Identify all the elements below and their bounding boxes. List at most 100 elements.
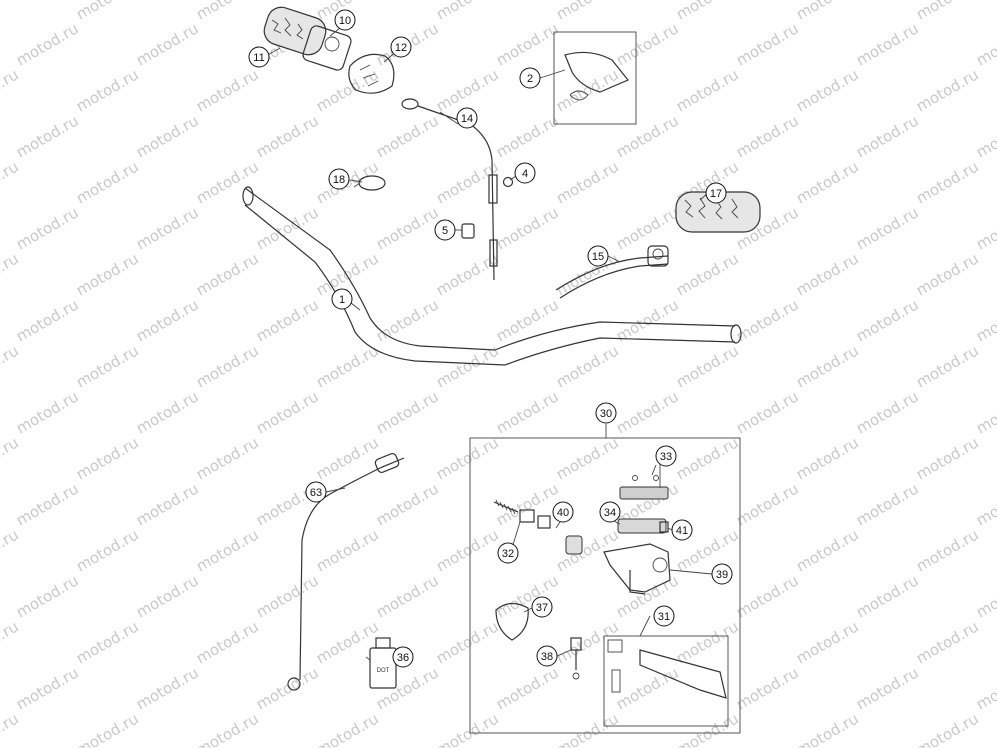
cable-clip	[461, 223, 475, 239]
watermark-text: motod.ru	[733, 663, 802, 713]
callout-1[interactable]: 1	[331, 288, 353, 310]
watermark-text: motod.ru	[973, 295, 997, 345]
callout-34[interactable]: 34	[599, 501, 621, 523]
watermark-text: motod.ru	[193, 249, 262, 299]
watermark-text: motod.ru	[793, 617, 862, 667]
handlebar	[242, 186, 742, 366]
watermark-text: motod.ru	[373, 203, 442, 253]
watermark-text: motod.ru	[493, 111, 562, 161]
watermark-text: motod.ru	[613, 111, 682, 161]
watermark-text: motod.ru	[193, 341, 262, 391]
watermark-text: motod.ru	[793, 341, 862, 391]
callout-39[interactable]: 39	[711, 563, 733, 585]
callout-4[interactable]: 4	[514, 162, 536, 184]
watermark-text: motod.ru	[253, 663, 322, 713]
watermark-text: motod.ru	[13, 295, 82, 345]
watermark-text: motod.ru	[373, 295, 442, 345]
watermark-text: motod.ru	[73, 341, 142, 391]
svg-text:11: 11	[253, 52, 264, 64]
svg-text:17: 17	[710, 188, 722, 200]
callout-17[interactable]: 17	[705, 182, 727, 204]
watermark-text: motod.ru	[973, 571, 997, 621]
svg-text:31: 31	[658, 611, 670, 623]
watermark-text: motod.ru	[913, 341, 982, 391]
watermark-text: motod.ru	[673, 0, 742, 23]
watermark-text: motod.ru	[373, 387, 442, 437]
callout-10[interactable]: 10	[334, 9, 356, 31]
svg-text:DOT: DOT	[377, 668, 390, 674]
svg-text:15: 15	[592, 251, 604, 263]
throttle-grip	[263, 6, 352, 71]
callout-11[interactable]: 11	[248, 46, 270, 68]
watermark-text: motod.ru	[433, 433, 502, 483]
svg-text:12: 12	[395, 42, 407, 54]
watermark-text: motod.ru	[733, 387, 802, 437]
watermark-text: motod.ru	[733, 19, 802, 69]
watermark-text: motod.ru	[373, 111, 442, 161]
callout-30[interactable]: 30	[595, 402, 617, 424]
watermark-text: motod.ru	[553, 709, 622, 748]
watermark-text: motod.ru	[793, 157, 862, 207]
watermark-text: motod.ru	[853, 19, 922, 69]
watermark-text: motod.ru	[913, 65, 982, 115]
svg-text:32: 32	[502, 548, 514, 560]
watermark-text: motod.ru	[433, 249, 502, 299]
callout-40[interactable]: 40	[552, 501, 574, 523]
callout-18[interactable]: 18	[328, 168, 350, 190]
svg-text:14: 14	[461, 113, 473, 125]
lever-cover	[495, 602, 529, 641]
brake-fluid-bottle: DOT	[369, 637, 397, 689]
callout-5[interactable]: 5	[434, 219, 456, 241]
callout-15[interactable]: 15	[587, 245, 609, 267]
watermark-text: motod.ru	[613, 19, 682, 69]
watermark-text: motod.ru	[433, 0, 502, 23]
watermark-text: motod.ru	[13, 203, 82, 253]
watermark-text: motod.ru	[193, 617, 262, 667]
watermark-text: motod.ru	[0, 617, 22, 667]
watermark-text: motod.ru	[793, 65, 862, 115]
watermark-text: motod.ru	[973, 19, 997, 69]
watermark-text: motod.ru	[73, 249, 142, 299]
callout-2[interactable]: 2	[519, 67, 541, 89]
clamp-ring	[353, 175, 386, 191]
svg-text:4: 4	[522, 168, 528, 180]
watermark-text: motod.ru	[193, 157, 262, 207]
callout-38[interactable]: 38	[536, 645, 558, 667]
hot-start-cable	[287, 452, 405, 691]
watermark-text: motod.ru	[253, 387, 322, 437]
watermark-text: motod.ru	[133, 19, 202, 69]
watermark-text: motod.ru	[673, 433, 742, 483]
watermark-text: motod.ru	[313, 341, 382, 391]
callout-32[interactable]: 32	[497, 542, 519, 564]
callout-14[interactable]: 14	[456, 107, 478, 129]
watermark-text: motod.ru	[853, 479, 922, 529]
watermark-text: motod.ru	[493, 203, 562, 253]
piston-kit	[493, 499, 551, 529]
callout-12[interactable]: 12	[390, 36, 412, 58]
callout-41[interactable]: 41	[671, 519, 693, 541]
watermark-text: motod.ru	[793, 525, 862, 575]
callout-33[interactable]: 33	[655, 445, 677, 467]
watermark-text: motod.ru	[913, 433, 982, 483]
watermark-text: motod.ru	[73, 65, 142, 115]
svg-text:41: 41	[676, 525, 688, 537]
watermark-text: motod.ru	[0, 65, 22, 115]
callout-63[interactable]: 63	[305, 481, 327, 503]
part-number-callouts: 10 11 12 2 14 18 4 5 17 15 1 30 33 63 40…	[248, 9, 733, 668]
watermark-text: motod.ru	[133, 479, 202, 529]
svg-text:1: 1	[339, 294, 345, 306]
callout-31[interactable]: 31	[653, 605, 675, 627]
watermark-text: motod.ru	[73, 709, 142, 748]
watermark-text: motod.ru	[133, 295, 202, 345]
svg-text:33: 33	[660, 451, 672, 463]
callout-36[interactable]: 36	[392, 646, 414, 668]
watermark-text: motod.ru	[193, 65, 262, 115]
callout-37[interactable]: 37	[531, 596, 553, 618]
watermark-text: motod.ru	[553, 433, 622, 483]
watermark-text: motod.ru	[433, 157, 502, 207]
watermark-text: motod.ru	[493, 571, 562, 621]
watermark-text: motod.ru	[853, 295, 922, 345]
watermark-text: motod.ru	[133, 203, 202, 253]
